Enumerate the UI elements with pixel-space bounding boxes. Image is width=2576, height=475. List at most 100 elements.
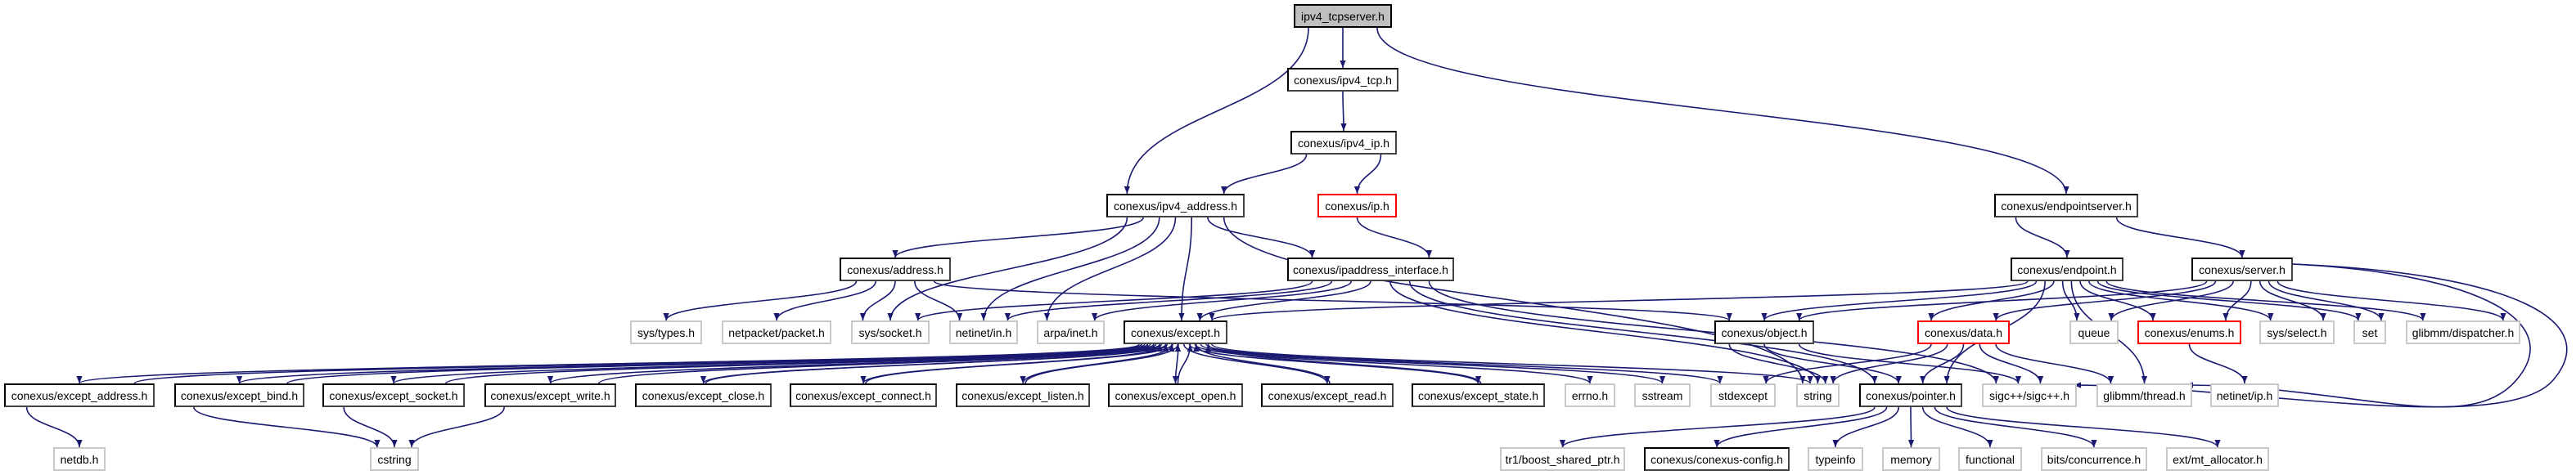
node-except-bind[interactable]: conexus/except_bind.h xyxy=(174,383,304,407)
node-pointer[interactable]: conexus/pointer.h xyxy=(1859,383,1962,407)
node-sstream[interactable]: sstream xyxy=(1634,383,1691,407)
node-set[interactable]: set xyxy=(2353,320,2386,344)
node-ipv4-ip[interactable]: conexus/ipv4_ip.h xyxy=(1290,131,1397,155)
node-string[interactable]: string xyxy=(1796,383,1840,407)
edge-address-to-sys_types xyxy=(663,280,858,321)
edge-except_socket-to-except xyxy=(445,343,1157,384)
node-typeinfo[interactable]: typeinfo xyxy=(1808,447,1863,471)
node-ipv4-address[interactable]: conexus/ipv4_address.h xyxy=(1106,194,1245,217)
edge-ipv4_tcp-to-ipv4_ip xyxy=(1340,91,1347,132)
edge-address-to-netinet_in xyxy=(914,280,963,321)
node-netinet-in[interactable]: netinet/in.h xyxy=(949,320,1018,344)
node-netdb[interactable]: netdb.h xyxy=(53,447,106,471)
edge-data-to-pointer xyxy=(1920,343,1965,384)
node-address[interactable]: conexus/address.h xyxy=(840,258,951,281)
node-mt-alloc[interactable]: ext/mt_allocator.h xyxy=(2166,447,2269,471)
edge-except_socket-to-cstring xyxy=(343,406,398,448)
node-except-listen[interactable]: conexus/except_listen.h xyxy=(956,383,1090,407)
edge-except-to-stdexcept xyxy=(1205,343,1723,384)
node-data[interactable]: conexus/data.h xyxy=(1917,320,2010,344)
edge-ipv4_address-to-netinet_in xyxy=(980,217,1160,321)
node-stdexcept[interactable]: stdexcept xyxy=(1710,383,1776,407)
node-label: sys/select.h xyxy=(2267,325,2327,339)
edge-except_bind-to-except xyxy=(286,343,1151,384)
node-sys-types[interactable]: sys/types.h xyxy=(630,320,702,344)
node-sigc[interactable]: sigc++/sigc++.h xyxy=(1982,383,2077,407)
node-dispatcher[interactable]: glibmm/dispatcher.h xyxy=(2406,320,2520,344)
node-endpoint[interactable]: conexus/endpoint.h xyxy=(2011,258,2123,281)
edge-ipaddress_interface-to-netinet_in xyxy=(1004,280,1333,321)
node-label: memory xyxy=(1890,452,1932,466)
node-label: typeinfo xyxy=(1815,452,1856,466)
node-config[interactable]: conexus/conexus-config.h xyxy=(1644,447,1790,471)
edge-ipv4_address-to-arpa_inet xyxy=(1043,217,1177,321)
node-label: arpa/inet.h xyxy=(1043,325,1098,339)
node-tcpserver[interactable]: ipv4_tcpserver.h xyxy=(1294,4,1392,28)
edge-except_listen-to-except xyxy=(1025,343,1182,384)
node-label: conexus/data.h xyxy=(1925,325,2002,339)
edge-pointer-to-mt_alloc xyxy=(1946,406,2221,448)
node-label: sys/types.h xyxy=(637,325,696,339)
edge-tcpserver-to-endpointserver xyxy=(1376,27,2069,195)
edge-data-to-string xyxy=(1830,343,1948,384)
node-errno[interactable]: errno.h xyxy=(1565,383,1615,407)
node-ipaddress-interface[interactable]: conexus/ipaddress_interface.h xyxy=(1287,258,1454,281)
node-label: conexus/except_write.h xyxy=(490,388,610,402)
node-except-state[interactable]: conexus/except_state.h xyxy=(1412,383,1545,407)
node-netinet-ip[interactable]: netinet/ip.h xyxy=(2210,383,2279,407)
node-label: conexus/except_socket.h xyxy=(329,388,458,402)
node-except-connect[interactable]: conexus/except_connect.h xyxy=(790,383,937,407)
node-sys-socket[interactable]: sys/socket.h xyxy=(851,320,930,344)
edge-pointer-to-tr1 xyxy=(1560,406,1876,448)
edge-pointer-to-config xyxy=(1714,406,1888,448)
node-arpa-inet[interactable]: arpa/inet.h xyxy=(1037,320,1105,344)
node-label: queue xyxy=(2078,325,2110,339)
node-ipv4-tcp[interactable]: conexus/ipv4_tcp.h xyxy=(1287,68,1398,92)
node-except-socket[interactable]: conexus/except_socket.h xyxy=(322,383,465,407)
node-netpacket[interactable]: netpacket/packet.h xyxy=(722,320,831,344)
edge-except_write-to-except xyxy=(598,343,1163,384)
node-ip[interactable]: conexus/ip.h xyxy=(1317,194,1397,217)
node-label: functional xyxy=(1966,452,2015,466)
edge-endpointserver-to-server xyxy=(2115,217,2245,258)
edge-server-to-enums xyxy=(2222,280,2252,321)
edge-endpoint-to-set xyxy=(2096,280,2362,321)
node-server[interactable]: conexus/server.h xyxy=(2191,258,2293,281)
node-cstring[interactable]: cstring xyxy=(370,447,419,471)
node-bits[interactable]: bits/concurrence.h xyxy=(2041,447,2147,471)
node-except-read[interactable]: conexus/except_read.h xyxy=(1261,383,1394,407)
node-label: set xyxy=(2362,325,2378,339)
node-except-open[interactable]: conexus/except_open.h xyxy=(1108,383,1243,407)
edge-except-to-except_socket xyxy=(390,343,1151,384)
node-except-close[interactable]: conexus/except_close.h xyxy=(635,383,772,407)
node-object[interactable]: conexus/object.h xyxy=(1714,320,1814,344)
node-label: conexus/except_connect.h xyxy=(795,388,931,402)
edge-data-to-thread xyxy=(1995,343,2114,384)
node-label: cstring xyxy=(377,452,412,466)
node-endpointserver[interactable]: conexus/endpointserver.h xyxy=(1994,194,2138,217)
node-functional[interactable]: functional xyxy=(1958,447,2022,471)
node-label: string xyxy=(1804,388,1832,402)
node-label: conexus/except_open.h xyxy=(1115,388,1236,402)
node-except-write[interactable]: conexus/except_write.h xyxy=(484,383,616,407)
edge-ip-to-ipaddress_interface xyxy=(1356,217,1432,258)
node-tr1[interactable]: tr1/boost_shared_ptr.h xyxy=(1500,447,1625,471)
edge-except-to-except_write xyxy=(547,343,1157,384)
node-sys-select[interactable]: sys/select.h xyxy=(2259,320,2335,344)
node-enums[interactable]: conexus/enums.h xyxy=(2137,320,2241,344)
edge-except-to-errno xyxy=(1194,343,1593,384)
node-label: bits/concurrence.h xyxy=(2047,452,2141,466)
node-thread[interactable]: glibmm/thread.h xyxy=(2096,383,2192,407)
node-label: netinet/in.h xyxy=(955,325,1012,339)
node-label: tr1/boost_shared_ptr.h xyxy=(1505,452,1620,466)
node-queue[interactable]: queue xyxy=(2069,320,2119,344)
node-label: conexus/except.h xyxy=(1131,325,1220,339)
edge-except-to-sstream xyxy=(1200,343,1665,384)
node-label: conexus/ip.h xyxy=(1325,199,1389,213)
node-memory[interactable]: memory xyxy=(1882,447,1940,471)
edge-endpoint-to-object xyxy=(1761,280,2038,321)
node-label: conexus/pointer.h xyxy=(1866,388,1956,402)
node-except-address[interactable]: conexus/except_address.h xyxy=(4,383,155,407)
node-except[interactable]: conexus/except.h xyxy=(1124,320,1227,344)
